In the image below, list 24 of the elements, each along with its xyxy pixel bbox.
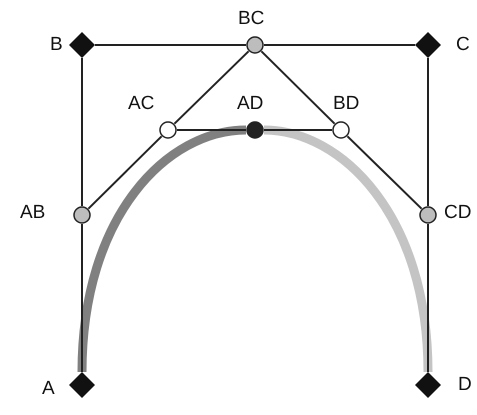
curve-segment	[78, 126, 246, 372]
point-label: CD	[444, 203, 472, 223]
point-label: D	[458, 375, 472, 395]
point-label: C	[456, 35, 470, 55]
connector-line	[264, 129, 332, 131]
connector-line	[427, 224, 429, 372]
connector-line	[264, 44, 415, 46]
connector-line	[88, 136, 162, 210]
connector-line	[260, 50, 336, 124]
connector-line	[174, 50, 250, 124]
connector-line	[81, 224, 83, 372]
point-label: AC	[128, 94, 154, 114]
point-label: AB	[20, 203, 46, 223]
connector-line	[177, 129, 246, 131]
point-label: AD	[237, 94, 264, 114]
point-label: BC	[238, 9, 264, 29]
connector-line	[81, 58, 83, 206]
point-label: A	[42, 379, 55, 399]
curve-segment	[264, 126, 432, 372]
connector-line	[95, 44, 246, 46]
point-label: BD	[333, 94, 360, 114]
connector-line	[427, 58, 429, 206]
connector-line	[346, 136, 422, 210]
point-label: B	[50, 35, 63, 55]
